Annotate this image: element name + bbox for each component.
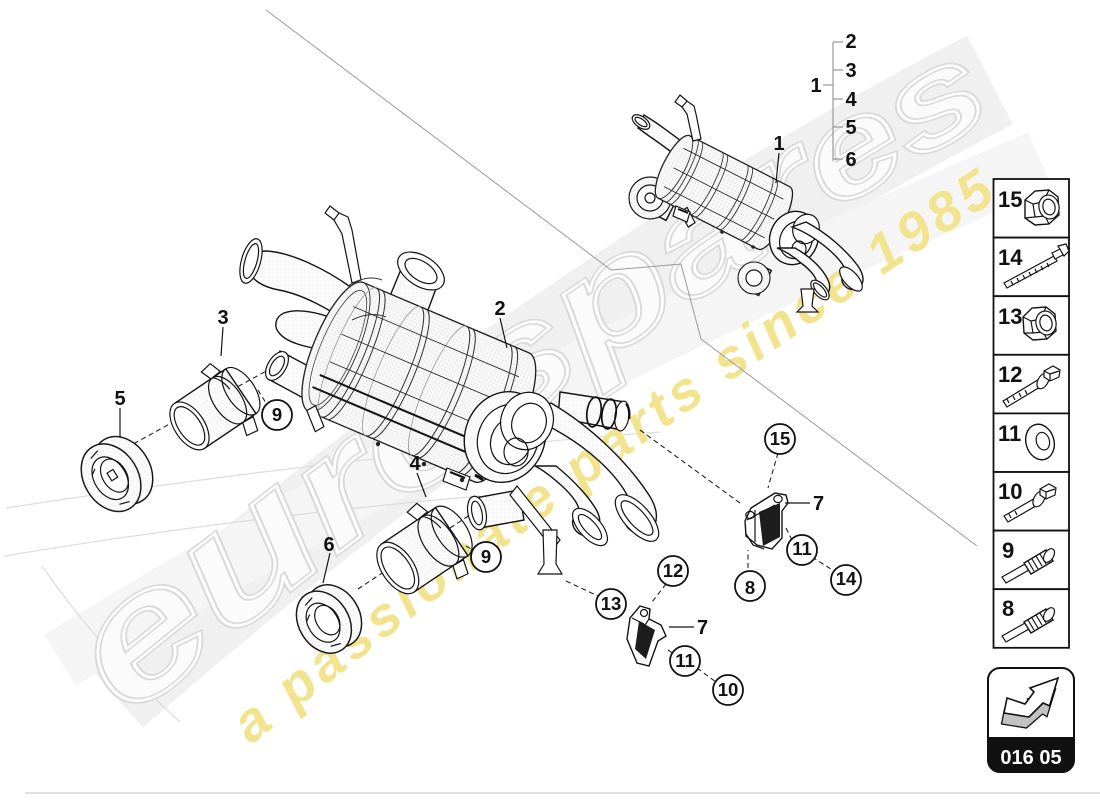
svg-text:3: 3 — [845, 60, 856, 82]
svg-text:2: 2 — [494, 298, 505, 320]
svg-text:5: 5 — [114, 388, 125, 410]
svg-text:14: 14 — [998, 245, 1023, 270]
svg-text:12: 12 — [998, 362, 1022, 387]
svg-text:12: 12 — [663, 560, 684, 581]
svg-text:1: 1 — [773, 133, 784, 155]
svg-text:15: 15 — [998, 187, 1022, 212]
svg-text:10: 10 — [718, 679, 739, 700]
svg-text:11: 11 — [998, 421, 1021, 446]
svg-text:016 05: 016 05 — [1000, 747, 1061, 769]
svg-text:10: 10 — [998, 479, 1022, 504]
svg-text:15: 15 — [770, 428, 791, 449]
svg-text:2: 2 — [845, 31, 856, 53]
svg-text:7: 7 — [697, 617, 708, 639]
svg-text:4: 4 — [409, 453, 421, 475]
svg-text:5: 5 — [845, 117, 856, 139]
svg-text:6: 6 — [323, 534, 334, 556]
svg-text:3: 3 — [217, 307, 228, 329]
svg-text:9: 9 — [481, 546, 491, 567]
svg-text:1: 1 — [810, 75, 821, 97]
svg-text:7: 7 — [813, 493, 824, 515]
svg-text:9: 9 — [272, 404, 282, 425]
svg-text:8: 8 — [1002, 596, 1014, 621]
svg-text:8: 8 — [745, 577, 755, 598]
svg-text:4: 4 — [845, 89, 857, 111]
svg-text:6: 6 — [845, 149, 856, 171]
svg-text:11: 11 — [675, 650, 695, 671]
svg-text:14: 14 — [836, 568, 857, 589]
svg-text:11: 11 — [792, 538, 812, 559]
svg-text:13: 13 — [601, 593, 622, 614]
svg-text:9: 9 — [1002, 538, 1014, 563]
svg-text:13: 13 — [998, 304, 1022, 329]
